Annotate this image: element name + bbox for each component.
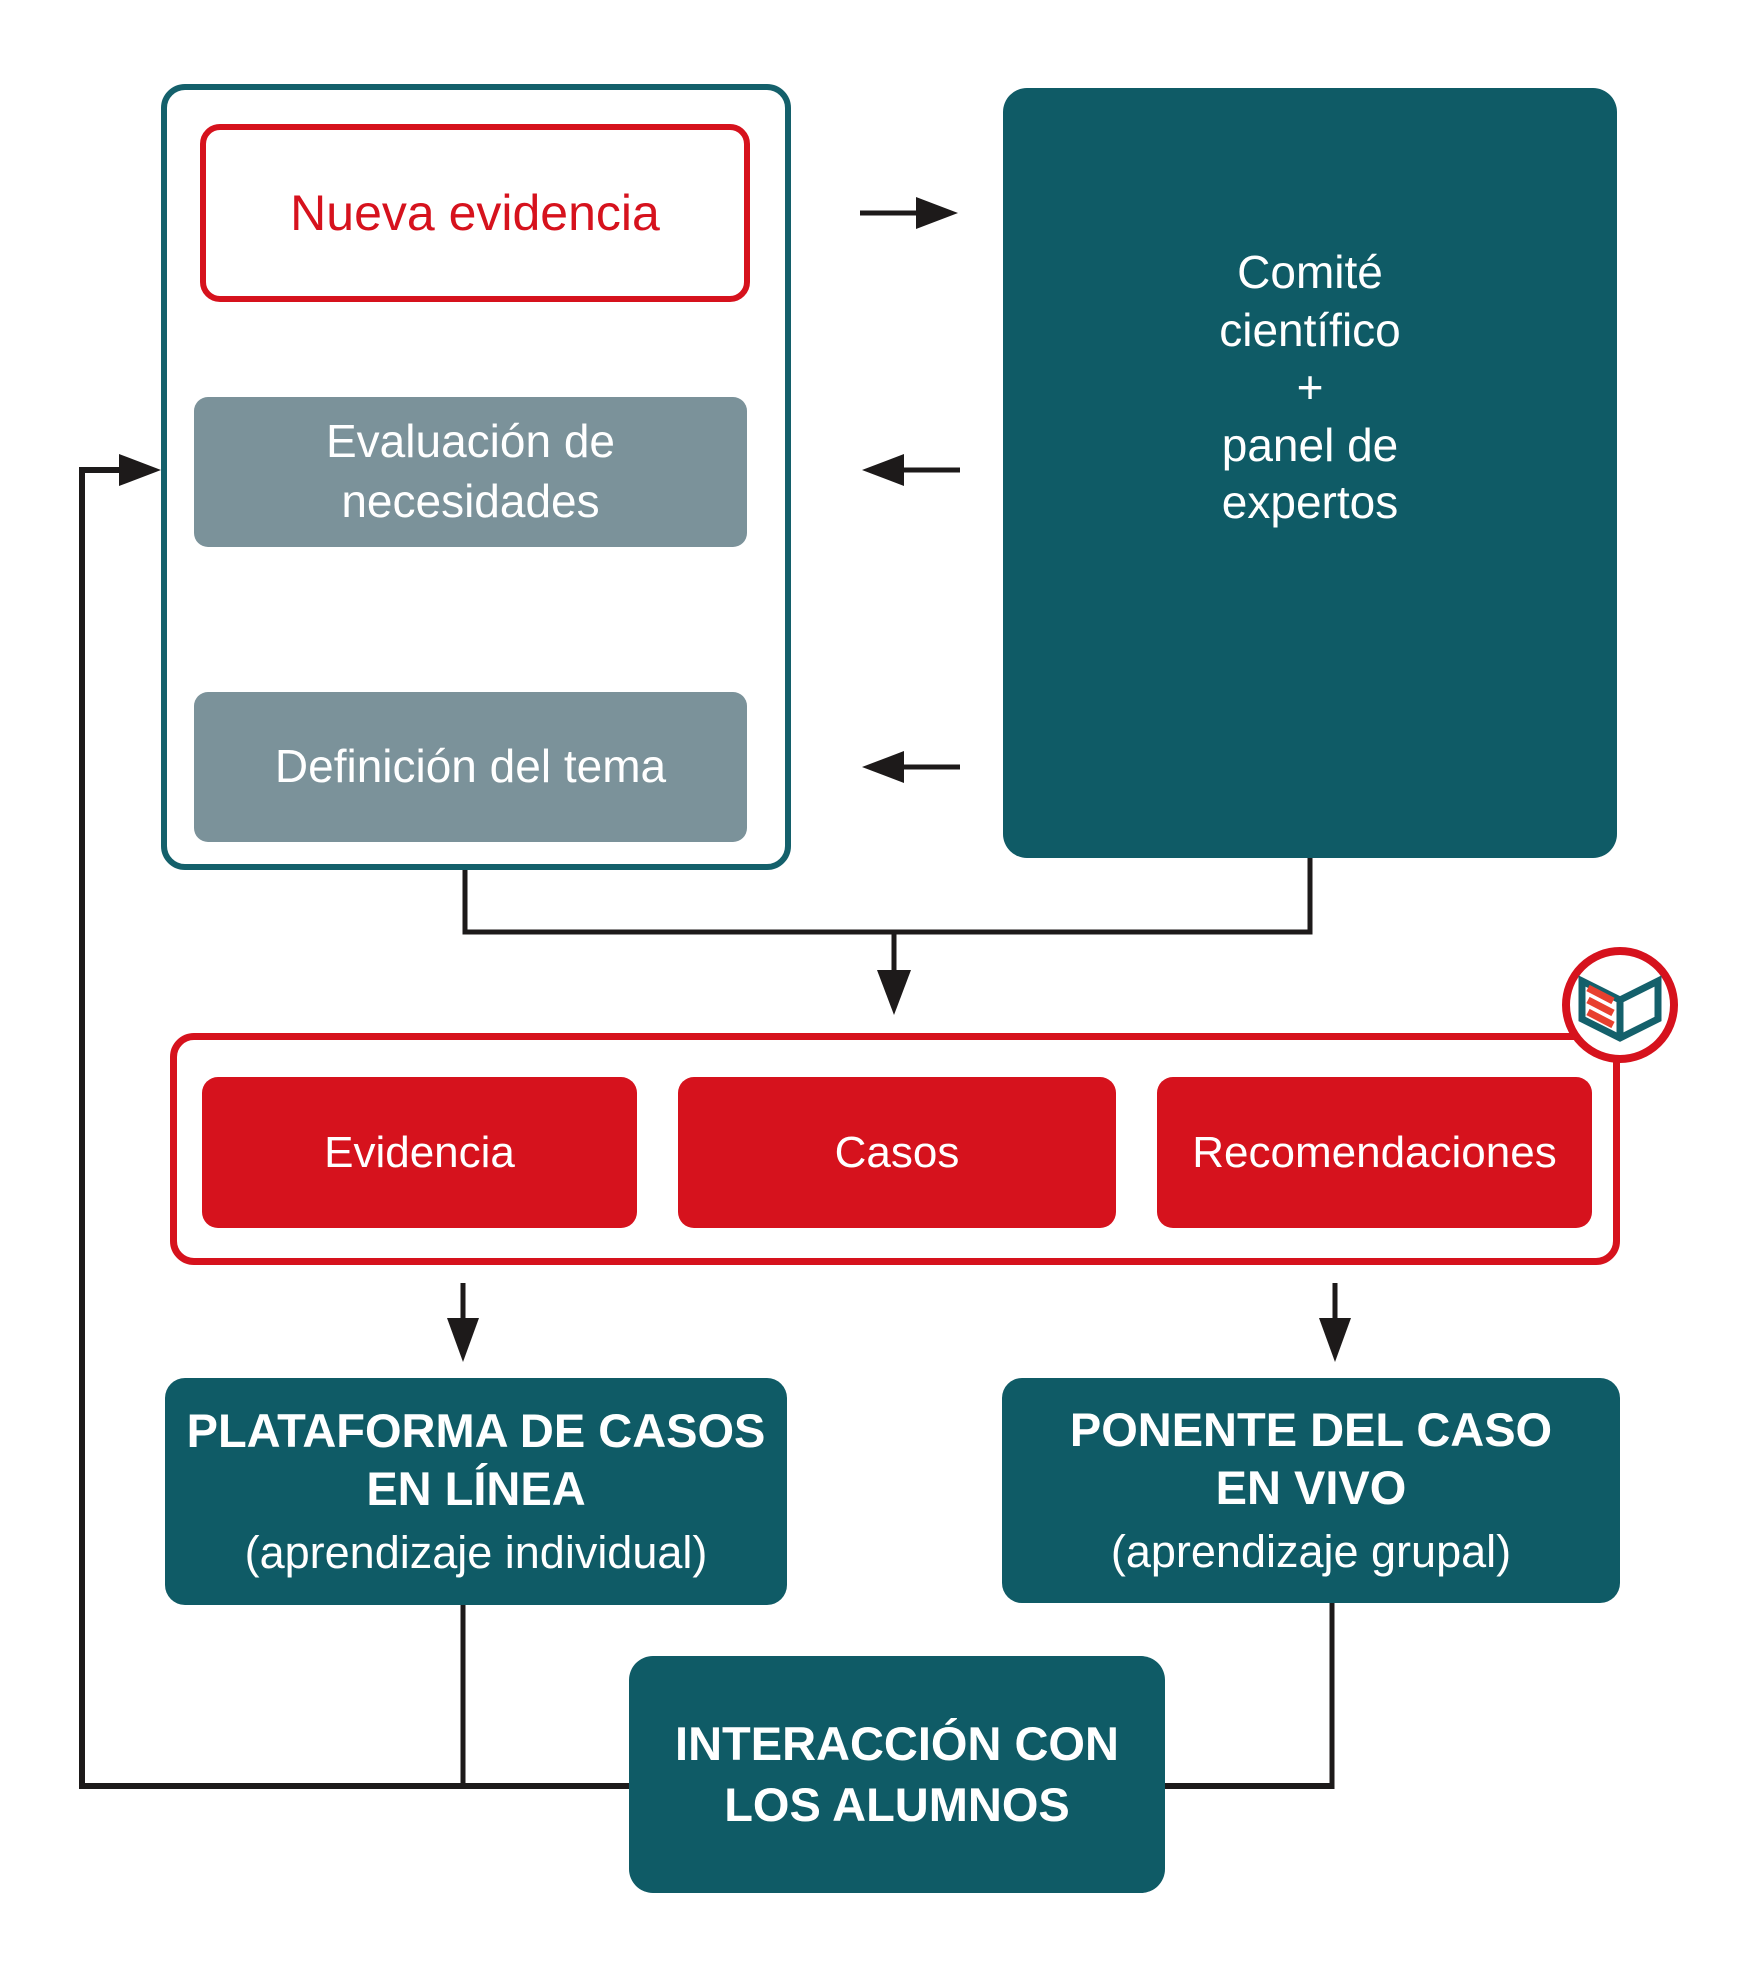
evidence-label: Evidencia xyxy=(324,1127,515,1177)
cases-box: Casos xyxy=(678,1077,1116,1228)
committee-label: Comité científico + panel de expertos xyxy=(1219,246,1401,529)
evidence-box: Evidencia xyxy=(202,1077,637,1228)
merge-bracket-line xyxy=(462,858,1313,935)
recommendations-label: Recomendaciones xyxy=(1192,1127,1557,1177)
arrow-group-to-committee xyxy=(860,197,958,229)
arrow-committee-to-topic xyxy=(862,751,960,783)
presenter-title: PONENTE DEL CASO EN VIVO xyxy=(1069,1402,1553,1515)
new-evidence-label: Nueva evidencia xyxy=(290,185,660,241)
arrow-merge-to-outputs xyxy=(877,930,911,1015)
cases-label: Casos xyxy=(834,1127,960,1177)
open-book-logo-icon xyxy=(1562,947,1678,1063)
committee-box: Comité científico + panel de expertos xyxy=(1003,88,1617,858)
presenter-box: PONENTE DEL CASO EN VIVO (aprendizaje gr… xyxy=(1002,1378,1620,1603)
needs-assessment-label: Evaluación de necesidades xyxy=(326,415,615,527)
arrow-committee-to-needs xyxy=(862,454,960,486)
interaction-label: INTERACCIÓN CON LOS ALUMNOS xyxy=(675,1717,1119,1831)
arrow-outputs-to-platform xyxy=(447,1283,479,1362)
platform-subtitle: (aprendizaje individual) xyxy=(244,1527,708,1579)
topic-definition-box: Definición del tema xyxy=(194,692,747,842)
needs-assessment-box: Evaluación de necesidades xyxy=(194,397,747,547)
platform-box: PLATAFORMA DE CASOS EN LÍNEA (aprendizaj… xyxy=(165,1378,787,1605)
arrow-outputs-to-presenter xyxy=(1319,1283,1351,1362)
topic-definition-label: Definición del tema xyxy=(274,740,667,793)
recommendations-box: Recomendaciones xyxy=(1157,1077,1592,1228)
interaction-box: INTERACCIÓN CON LOS ALUMNOS xyxy=(629,1656,1165,1893)
feedback-arrowhead xyxy=(119,454,161,486)
new-evidence-box: Nueva evidencia xyxy=(200,124,750,302)
presenter-subtitle: (aprendizaje grupal) xyxy=(1110,1526,1512,1578)
platform-title: PLATAFORMA DE CASOS EN LÍNEA xyxy=(186,1403,766,1516)
